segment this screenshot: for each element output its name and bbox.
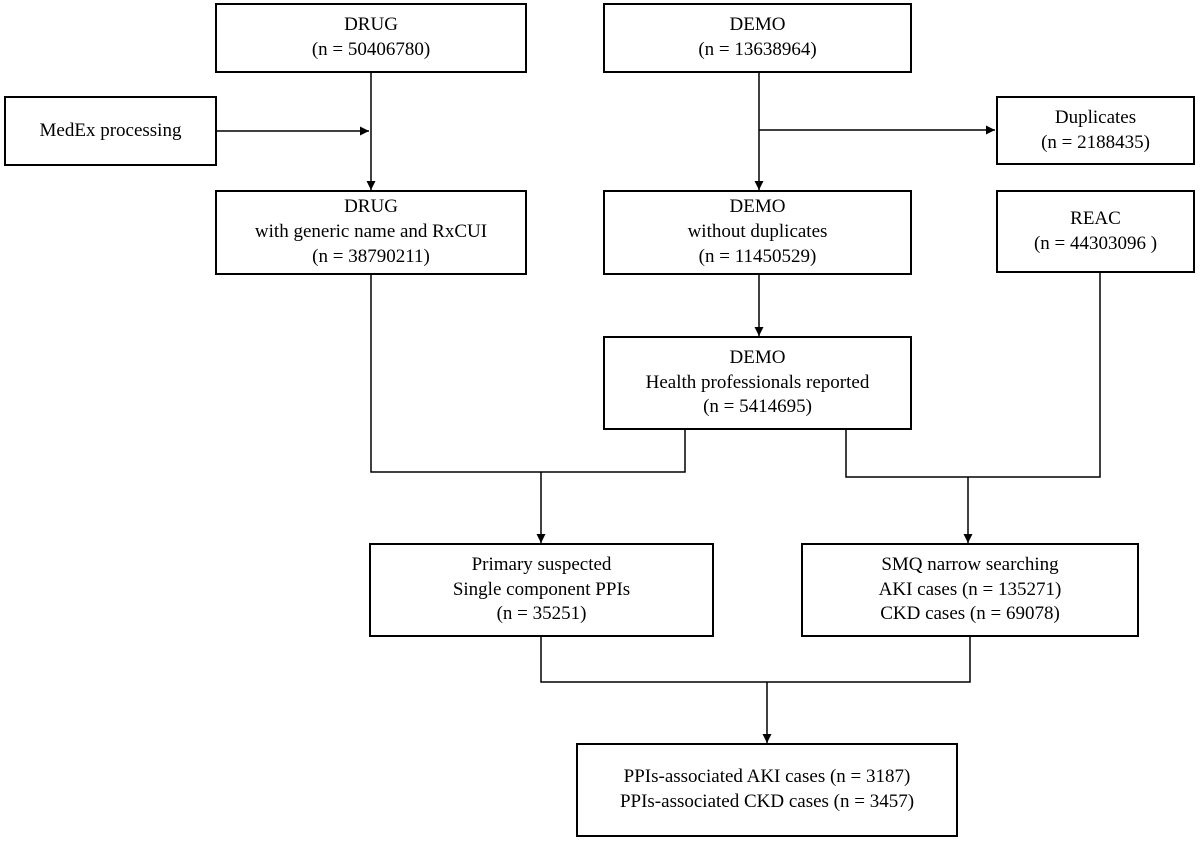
ppi-desc: Single component PPIs [452,578,631,600]
demo-nodup-title: DEMO [729,196,786,218]
smq-aki: AKI cases (n = 135271) [878,578,1062,600]
medex-label: MedEx processing [39,119,182,141]
smq-box: SMQ narrow searching AKI cases (n = 1352… [801,543,1139,637]
medex-box: MedEx processing [4,96,217,166]
connector-ppi-smq-merge [540,637,971,683]
demo-hp-box: DEMO Health professionals reported (n = … [603,336,912,430]
connector-drug-demo-merge [370,275,686,473]
reac-title: REAC [1070,207,1121,229]
smq-ckd: CKD cases (n = 69078) [880,603,1060,625]
duplicates-count: (n = 2188435) [1041,131,1150,153]
duplicates-title: Duplicates [1054,106,1137,128]
drug-box: DRUG (n = 50406780) [215,3,527,73]
reac-count: (n = 44303096 ) [1033,232,1158,254]
drug-generic-count: (n = 38790211) [312,245,430,267]
duplicates-box: Duplicates (n = 2188435) [996,96,1195,165]
demo-hp-desc: Health professionals reported [645,371,870,393]
demo-title: DEMO [729,14,786,36]
ppi-count: (n = 35251) [496,603,587,625]
final-box: PPIs-associated AKI cases (n = 3187) PPI… [576,743,958,837]
drug-generic-desc: with generic name and RxCUI [254,221,488,243]
smq-title: SMQ narrow searching [881,553,1059,575]
reac-box: REAC (n = 44303096 ) [996,190,1195,273]
ppi-box: Primary suspected Single component PPIs … [369,543,714,637]
ppi-title: Primary suspected [471,553,612,575]
demo-nodup-desc: without duplicates [687,221,828,243]
demo-hp-count: (n = 5414695) [703,396,812,418]
demo-count: (n = 13638964) [698,39,817,60]
drug-generic-title: DRUG [344,196,398,218]
demo-box: DEMO (n = 13638964) [603,3,912,73]
demo-nodup-box: DEMO without duplicates (n = 11450529) [603,190,912,275]
drug-count: (n = 50406780) [311,39,431,60]
final-aki: PPIs-associated AKI cases (n = 3187) [623,766,911,788]
drug-title: DRUG [344,14,398,36]
demo-hp-title: DEMO [729,346,786,368]
demo-nodup-count: (n = 11450529) [698,245,817,267]
drug-generic-box: DRUG with generic name and RxCUI (n = 38… [215,190,527,275]
connector-demo-reac-merge [845,273,1101,478]
final-ckd: PPIs-associated CKD cases (n = 3457) [619,791,915,812]
